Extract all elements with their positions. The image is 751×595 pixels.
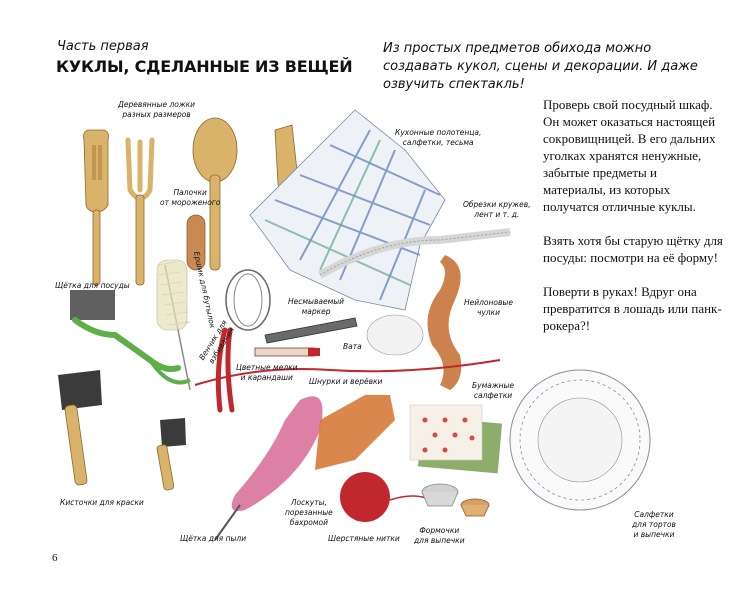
- string-cord-icon: [194, 359, 501, 386]
- body-paragraph-1: Проверь свой посудный шкаф. Он может ока…: [543, 97, 716, 214]
- paint-brush-small-icon: [156, 418, 186, 491]
- label-lace-ribbons: Обрезки кружев,лент и т. д.: [463, 200, 531, 219]
- whisk-icon: [215, 269, 271, 413]
- crayon-icon: [254, 347, 320, 357]
- chapter-subtitle: Часть первая: [57, 39, 149, 54]
- body-paragraph-2: Взять хотя бы старую щётку для посуды: п…: [543, 233, 723, 265]
- intro-text: Из простых предметов обихода можно созда…: [383, 41, 698, 92]
- dish-brush-icon: [70, 290, 191, 385]
- popsicle-stick-icon: [186, 214, 206, 271]
- bottle-brush-icon: [156, 259, 191, 391]
- label-strings: Шнурки и верёвки: [309, 377, 383, 386]
- wooden-fork-icon: [125, 137, 155, 286]
- feather-duster-icon: [214, 396, 323, 541]
- baking-mold-icon: [421, 483, 490, 517]
- paper-napkins-icon: [409, 404, 503, 474]
- label-kitchen-towels: Кухонные полотенца,салфетки, тесьма: [395, 128, 482, 147]
- doily-icon: [509, 369, 651, 511]
- wooden-spatula-left-icon: [83, 129, 109, 286]
- kitchen-towel-icon: [249, 109, 446, 311]
- label-cotton: Вата: [343, 342, 362, 351]
- body-paragraph-3: Поверти в руках! Вдруг она превратится в…: [543, 284, 722, 333]
- paint-brush-large-icon: [58, 370, 102, 486]
- label-paint-brushes: Кисточки для краски: [60, 498, 144, 507]
- chapter-title: КУКЛЫ, СДЕЛАННЫЕ ИЗ ВЕЩЕЙ: [56, 57, 353, 76]
- page-number: 6: [52, 552, 58, 564]
- label-yarn: Шерстяные нитки: [328, 534, 400, 543]
- wooden-spoon-large-icon: [192, 117, 238, 271]
- cotton-ball-icon: [366, 314, 424, 356]
- lace-ribbon-icon: [317, 228, 511, 279]
- fringed-rag-icon: [315, 395, 395, 470]
- label-feather-duster: Щётка для пыли: [180, 534, 247, 543]
- marker-icon: [264, 317, 358, 344]
- body-text: Проверь свой посудный шкаф. Он может ока…: [543, 96, 723, 351]
- nylon-stocking-icon: [427, 255, 462, 390]
- label-dish-brush: Щётка для посуды: [55, 281, 130, 290]
